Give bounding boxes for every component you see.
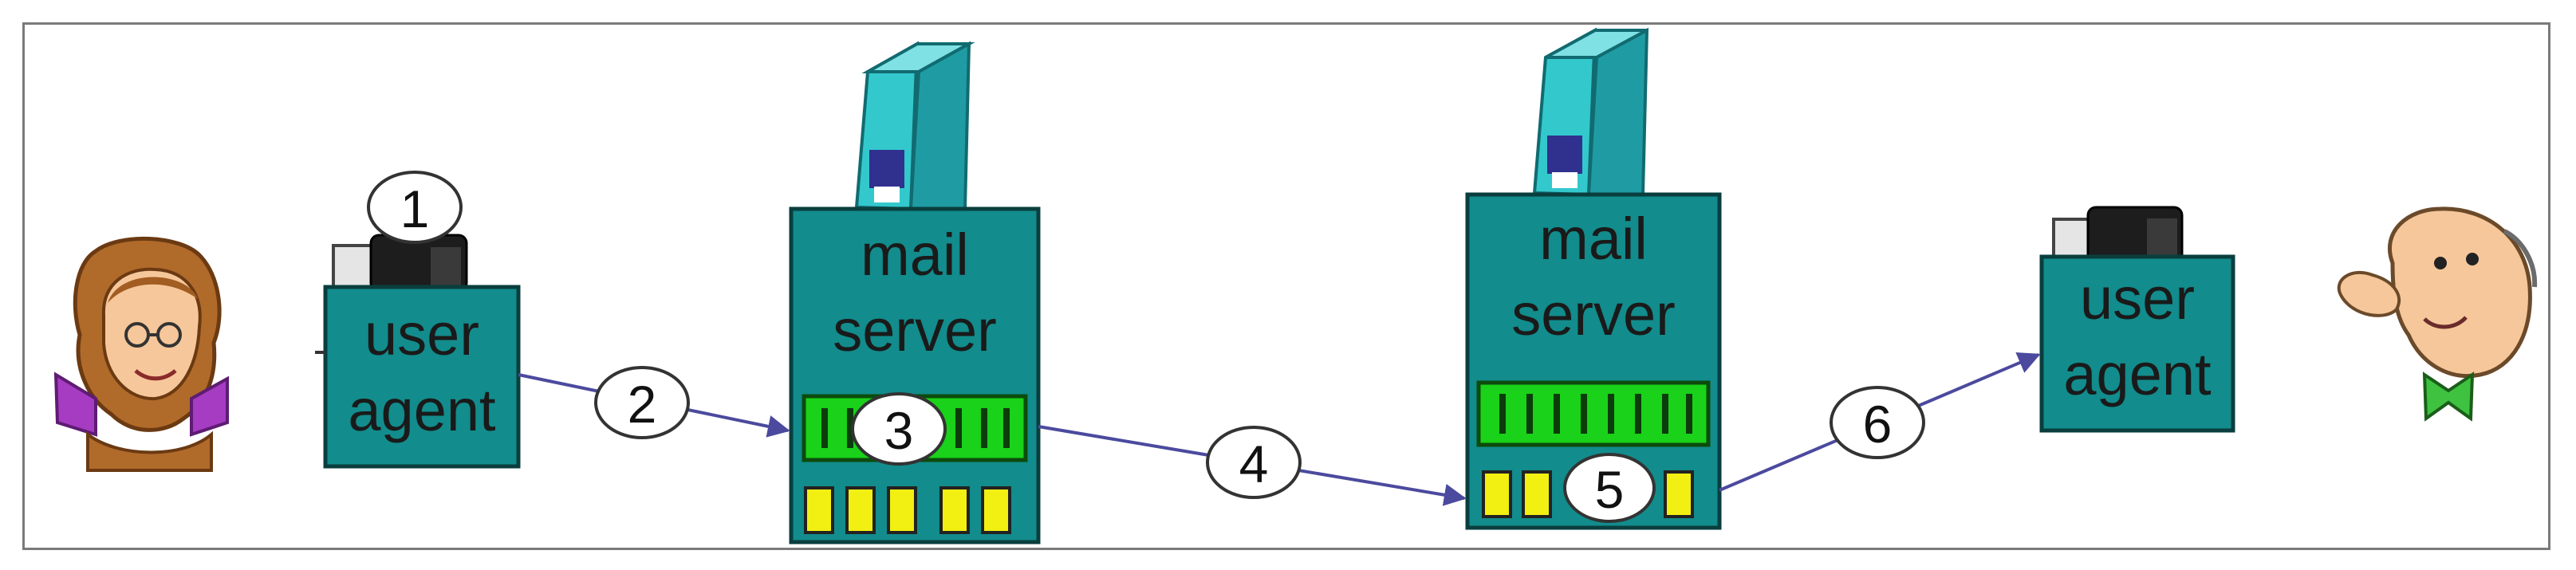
message-queue-yellow [1482,470,1694,518]
computer-icon [2052,206,2184,265]
mail-server-left-line2: server [833,297,997,364]
receiver-user-agent: user agent [2039,206,2235,433]
step-5: 5 [1563,453,1656,523]
message-queue-yellow [804,486,1011,534]
user-agent-right-line1: user [2080,265,2195,332]
server-tower-icon [854,41,975,211]
step-4: 4 [1206,426,1302,499]
mail-server-right-line2: server [1511,281,1676,348]
user-agent-left-line1: user [364,301,479,368]
user-agent-right-line2: agent [2063,341,2212,407]
computer-icon [332,234,468,293]
user-agent-left-line2: agent [348,377,496,443]
step-3: 3 [851,392,947,466]
mail-server-left: mail server [789,41,1041,544]
step-1-label: 1 [400,179,430,238]
step-4-label: 4 [1239,434,1269,493]
sender-user-agent: user agent [323,234,521,469]
sender-person-icon [53,236,229,472]
step-5-label: 5 [1595,460,1625,519]
step-6: 6 [1830,386,1925,459]
flow-arrows [315,351,2041,506]
mailbox-queue-green [1476,380,1711,447]
step-6-label: 6 [1863,395,1893,454]
step-2: 2 [594,366,690,439]
mail-server-right: mail server [1465,27,1722,530]
step-3-label: 3 [884,401,914,460]
step-1: 1 [367,171,463,244]
server-tower-icon [1532,27,1649,197]
receiver-person-icon [2337,206,2538,422]
mail-server-right-line1: mail [1539,206,1648,272]
step-2-label: 2 [628,375,657,434]
mail-server-left-line1: mail [861,222,969,288]
